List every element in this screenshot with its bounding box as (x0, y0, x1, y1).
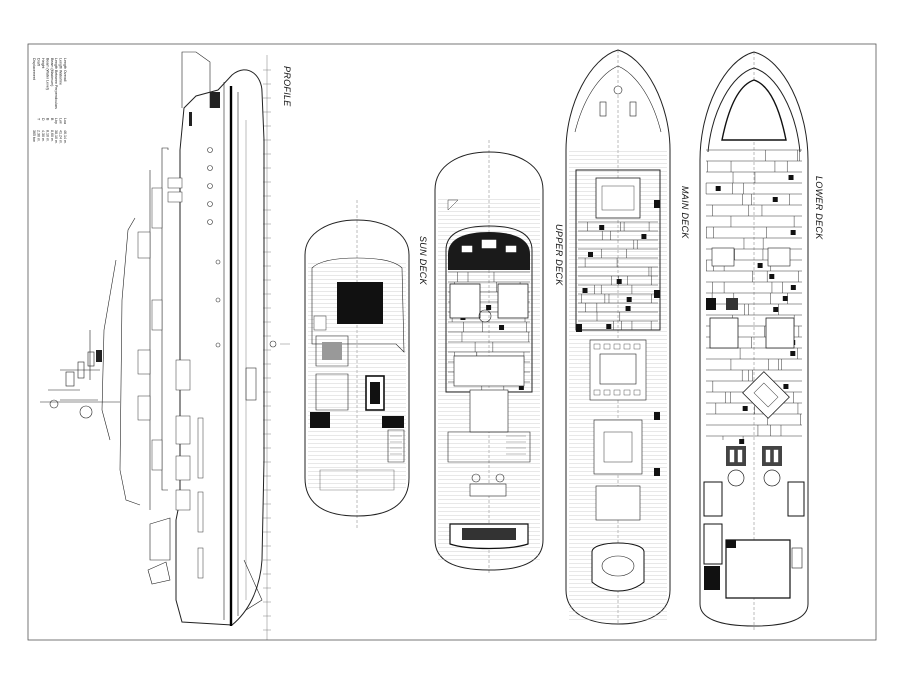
spec-code: T (37, 118, 41, 121)
spec-code: B (45, 118, 49, 121)
spec-value: 8,10 m. (45, 130, 49, 142)
spec-code: Lbp (54, 118, 58, 124)
spec-value: 46,14 m. (63, 130, 67, 144)
spec-value: 41,24 m. (59, 130, 63, 144)
spec-label: Beam (Maximum) (50, 58, 54, 86)
lower-deck-label: LOWER DECK (814, 176, 824, 240)
upper-deck-plan (434, 140, 544, 575)
lower-deck-plan (699, 51, 809, 630)
profile-label: PROFILE (282, 66, 292, 107)
spec-code: B (50, 118, 54, 121)
sun-deck-label: SUN DECK (418, 236, 428, 286)
main-deck-label: MAIN DECK (680, 186, 690, 239)
profile-view (40, 51, 271, 640)
spec-value: 2,30 m. (37, 130, 41, 142)
spec-label: Draft (37, 58, 41, 66)
spec-code: Lwl (59, 118, 63, 124)
spec-label: Height (41, 58, 45, 68)
main-deck-plan (565, 49, 671, 625)
spec-label: Length Waterline (59, 58, 63, 85)
spec-value: 8,60 m. (50, 130, 54, 142)
spec-label: Displacement (32, 58, 36, 80)
upper-deck-label: UPPER DECK (554, 224, 564, 286)
spec-value: 365 ton (32, 130, 36, 142)
spec-value: 4,30 m. (41, 130, 45, 142)
sun-deck-plan (269, 200, 410, 530)
spec-code: Loa (63, 118, 67, 124)
spec-value: 38,10 m. (54, 130, 58, 144)
spec-label: Length Between Perpendiculars (54, 58, 58, 109)
spec-label: Beam (Water Level) (45, 58, 49, 90)
spec-code: D (41, 118, 45, 121)
spec-label: Length Overall (63, 58, 67, 82)
